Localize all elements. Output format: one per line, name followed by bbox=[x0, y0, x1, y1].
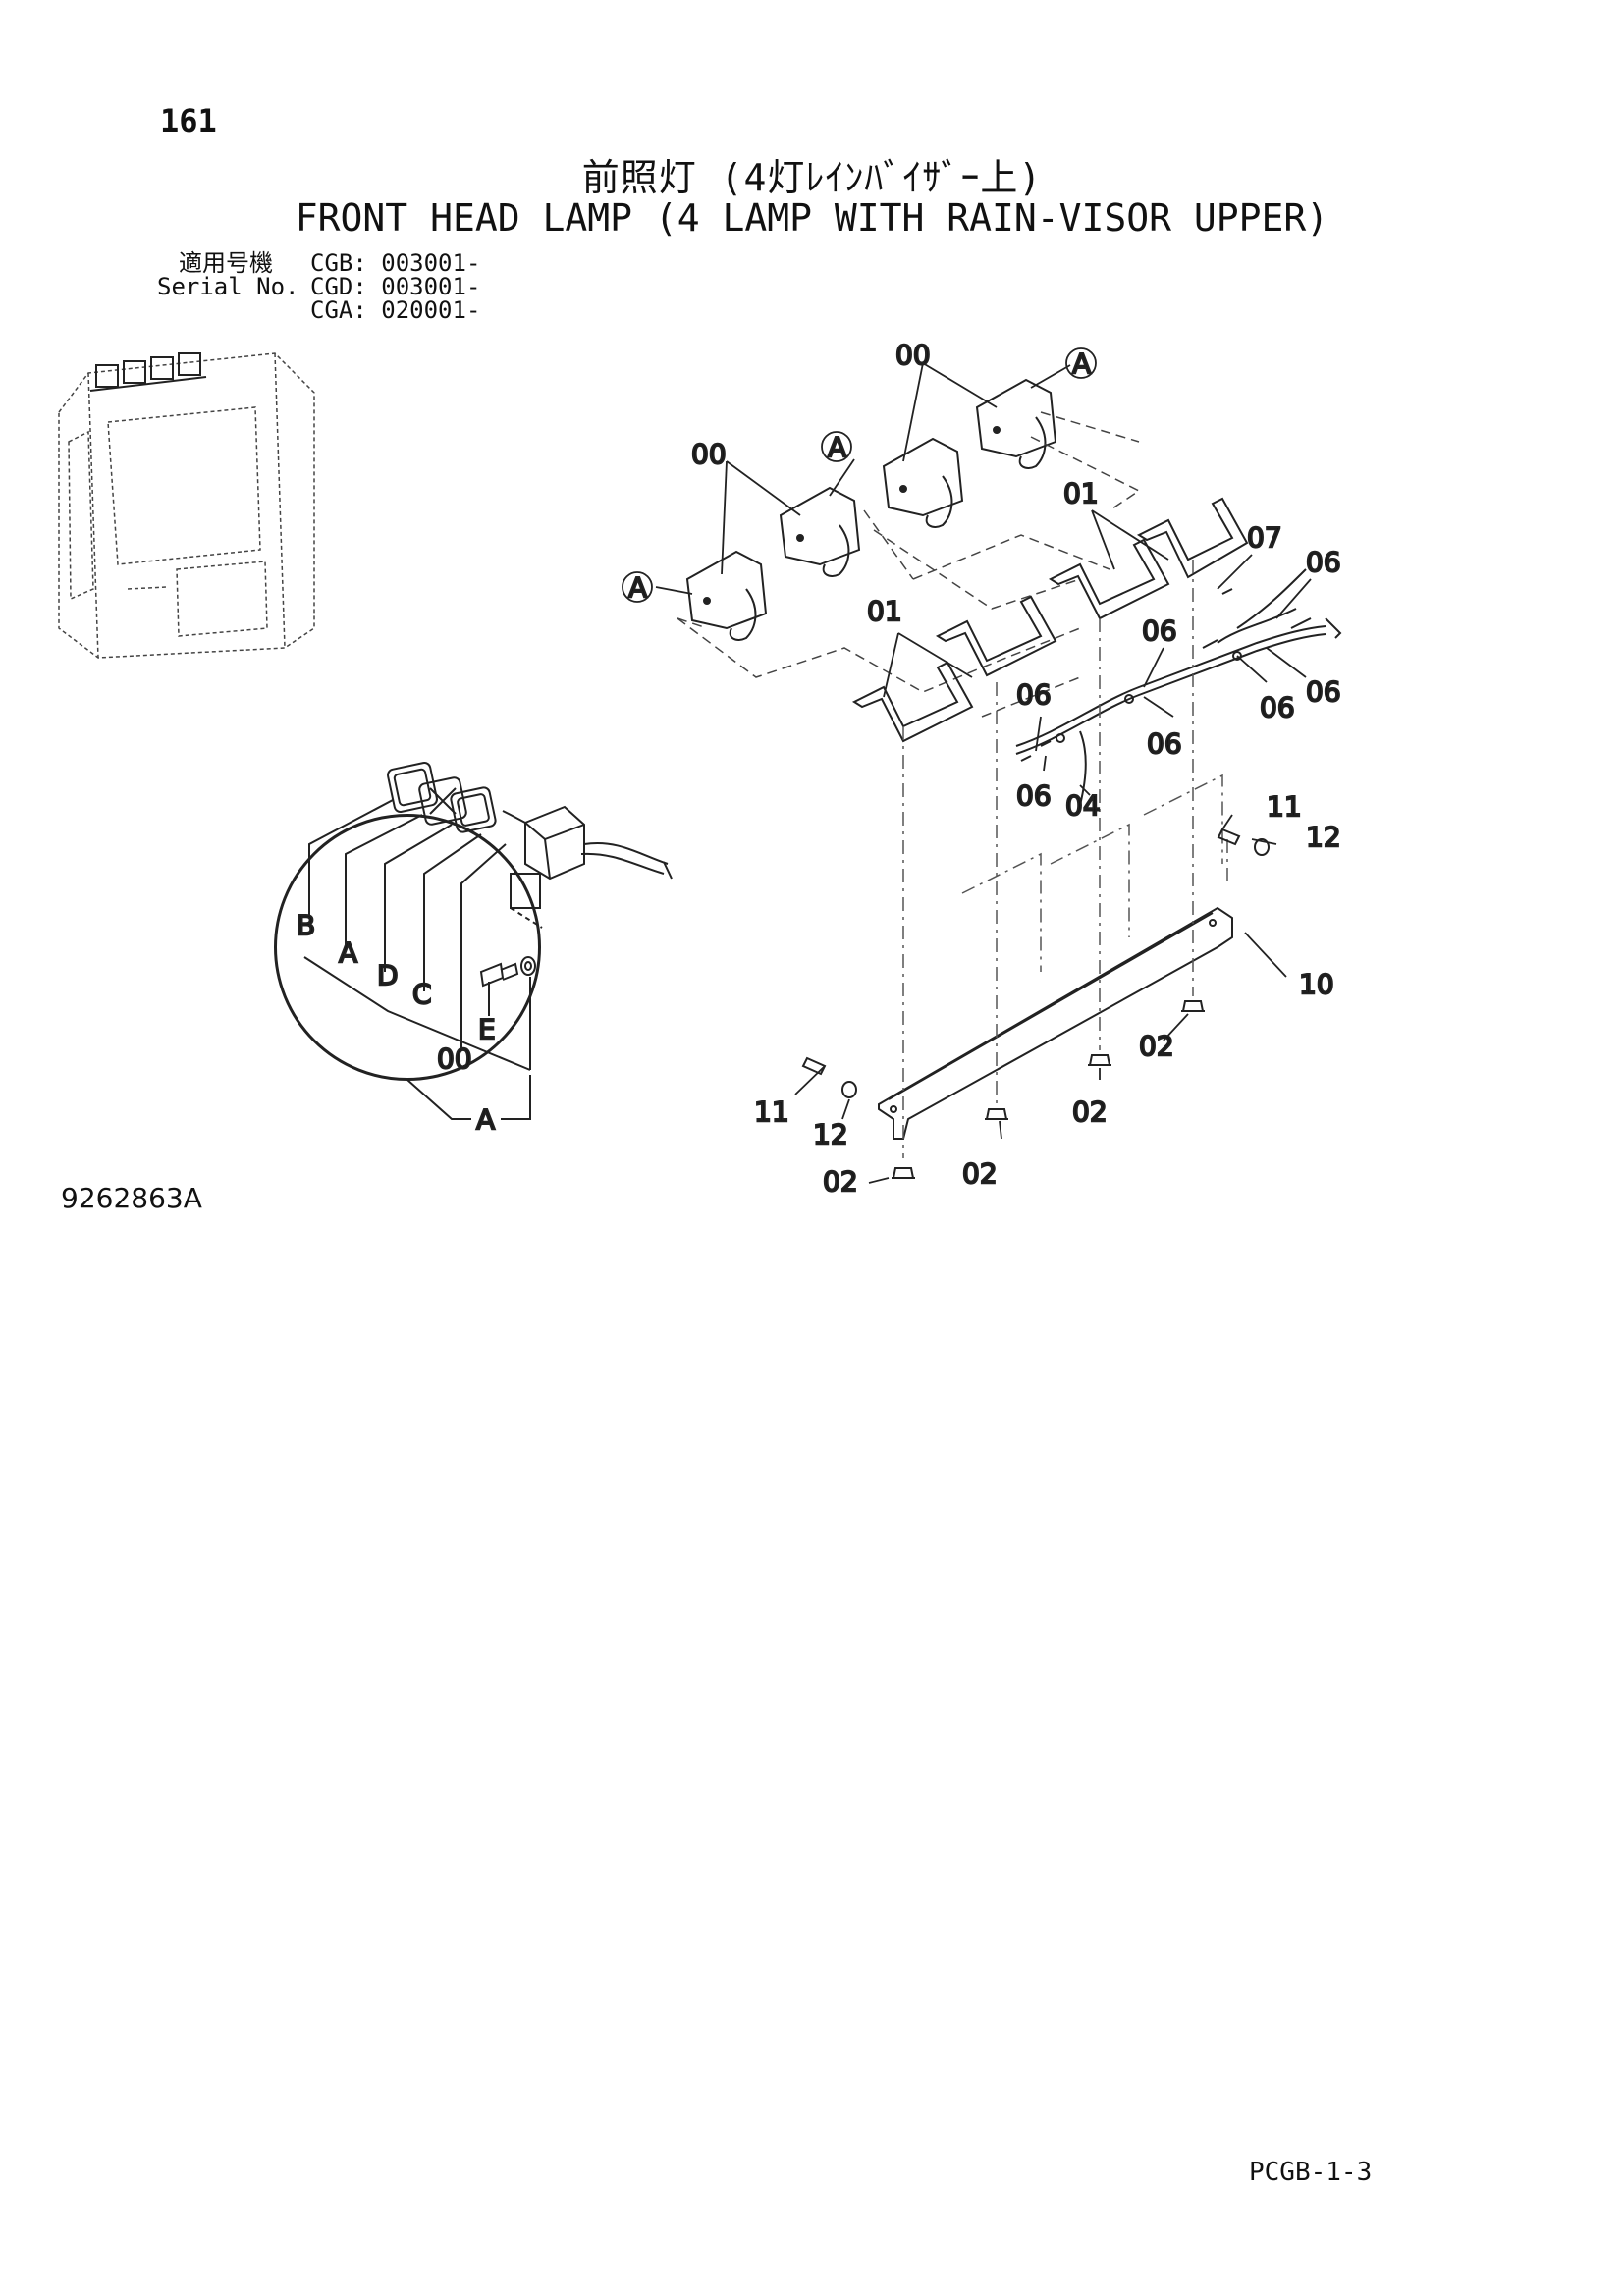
callout-06-g: 06 bbox=[1016, 779, 1052, 812]
detail-callout-b: B bbox=[297, 909, 315, 941]
cab-overview-illustration bbox=[58, 352, 315, 659]
detail-callout-a-bottom: A bbox=[476, 1103, 495, 1136]
serial-entry-cgd: CGD: 003001- bbox=[310, 273, 481, 300]
mounting-dashed-outlines bbox=[677, 411, 1141, 718]
detail-leader-lines bbox=[303, 799, 531, 1071]
bracket-4 bbox=[1136, 497, 1249, 579]
circled-a-label-2: A bbox=[828, 431, 846, 463]
cab-roof-lamps bbox=[89, 352, 207, 392]
callout-07: 07 bbox=[1247, 521, 1282, 554]
callout-01-left: 01 bbox=[867, 595, 902, 627]
bracket-1 bbox=[851, 661, 974, 743]
circled-a-label-1: A bbox=[628, 571, 647, 604]
callout-06-d: 06 bbox=[1147, 727, 1182, 760]
callout-11-left: 11 bbox=[754, 1095, 789, 1128]
callout-06-b: 06 bbox=[1142, 614, 1177, 647]
callout-00-right: 00 bbox=[895, 339, 931, 371]
callout-04: 04 bbox=[1065, 789, 1101, 822]
detail-a-leader-right bbox=[501, 1075, 531, 1120]
detail-lamp-body bbox=[502, 805, 673, 929]
callout-06-f: 06 bbox=[1306, 675, 1341, 708]
callout-06-e: 06 bbox=[1260, 691, 1295, 723]
head-lamp-2 bbox=[779, 486, 861, 577]
callout-01-right: 01 bbox=[1063, 477, 1099, 509]
detail-callout-c: C bbox=[412, 978, 432, 1010]
callout-02-c: 02 bbox=[1072, 1095, 1108, 1128]
callout-11-right: 11 bbox=[1267, 790, 1302, 823]
head-lamp-4 bbox=[975, 378, 1057, 469]
circled-a-markers bbox=[622, 347, 1097, 603]
serial-entry-cgb: CGB: 003001- bbox=[310, 249, 481, 277]
callout-00-left: 00 bbox=[691, 438, 727, 470]
bracket-3 bbox=[1048, 538, 1170, 620]
detail-circle-a bbox=[274, 814, 541, 1081]
head-lamp-3 bbox=[882, 437, 964, 528]
title-english: FRONT HEAD LAMP (4 LAMP WITH RAIN-VISOR … bbox=[295, 196, 1329, 240]
detail-callout-e: E bbox=[478, 1013, 496, 1045]
callout-12-right: 12 bbox=[1306, 821, 1341, 853]
callout-02-b: 02 bbox=[962, 1157, 998, 1190]
detail-bolt-washer bbox=[479, 956, 536, 988]
callout-leaders bbox=[655, 362, 1312, 1184]
detail-lens-frames bbox=[387, 762, 497, 833]
callout-12-left: 12 bbox=[813, 1118, 848, 1150]
callout-10: 10 bbox=[1299, 968, 1334, 1000]
screws-washers bbox=[801, 828, 1270, 1098]
serial-label-english: Serial No. bbox=[157, 273, 299, 300]
wiring-harness bbox=[1015, 568, 1342, 806]
alignment-dashed-lines bbox=[902, 560, 1228, 1158]
callout-06-c: 06 bbox=[1016, 678, 1052, 711]
drawing-number: 9262863A bbox=[61, 1182, 202, 1214]
detail-a-leader bbox=[406, 1079, 471, 1120]
page-code: PCGB-1-3 bbox=[1249, 2158, 1373, 2187]
serial-entry-cga: CGA: 020001- bbox=[310, 296, 481, 324]
bolts bbox=[892, 1000, 1205, 1179]
callout-02-a: 02 bbox=[823, 1165, 858, 1198]
page-number: 161 bbox=[160, 102, 217, 139]
bracket-2 bbox=[935, 595, 1057, 677]
mounting-bar bbox=[878, 906, 1233, 1140]
circled-a-label-3: A bbox=[1072, 347, 1091, 380]
callout-06-a: 06 bbox=[1306, 546, 1341, 578]
detail-callout-00: 00 bbox=[437, 1042, 472, 1075]
callout-02-d: 02 bbox=[1139, 1030, 1174, 1062]
serial-label-japanese: 適用号機 bbox=[179, 249, 273, 277]
detail-callout-a: A bbox=[339, 936, 357, 969]
head-lamp-1 bbox=[685, 550, 768, 641]
title-japanese: 前照灯 (4灯ﾚｲﾝﾊﾞｲｻﾞｰ上) bbox=[581, 156, 1043, 199]
detail-callout-d: D bbox=[377, 959, 399, 991]
